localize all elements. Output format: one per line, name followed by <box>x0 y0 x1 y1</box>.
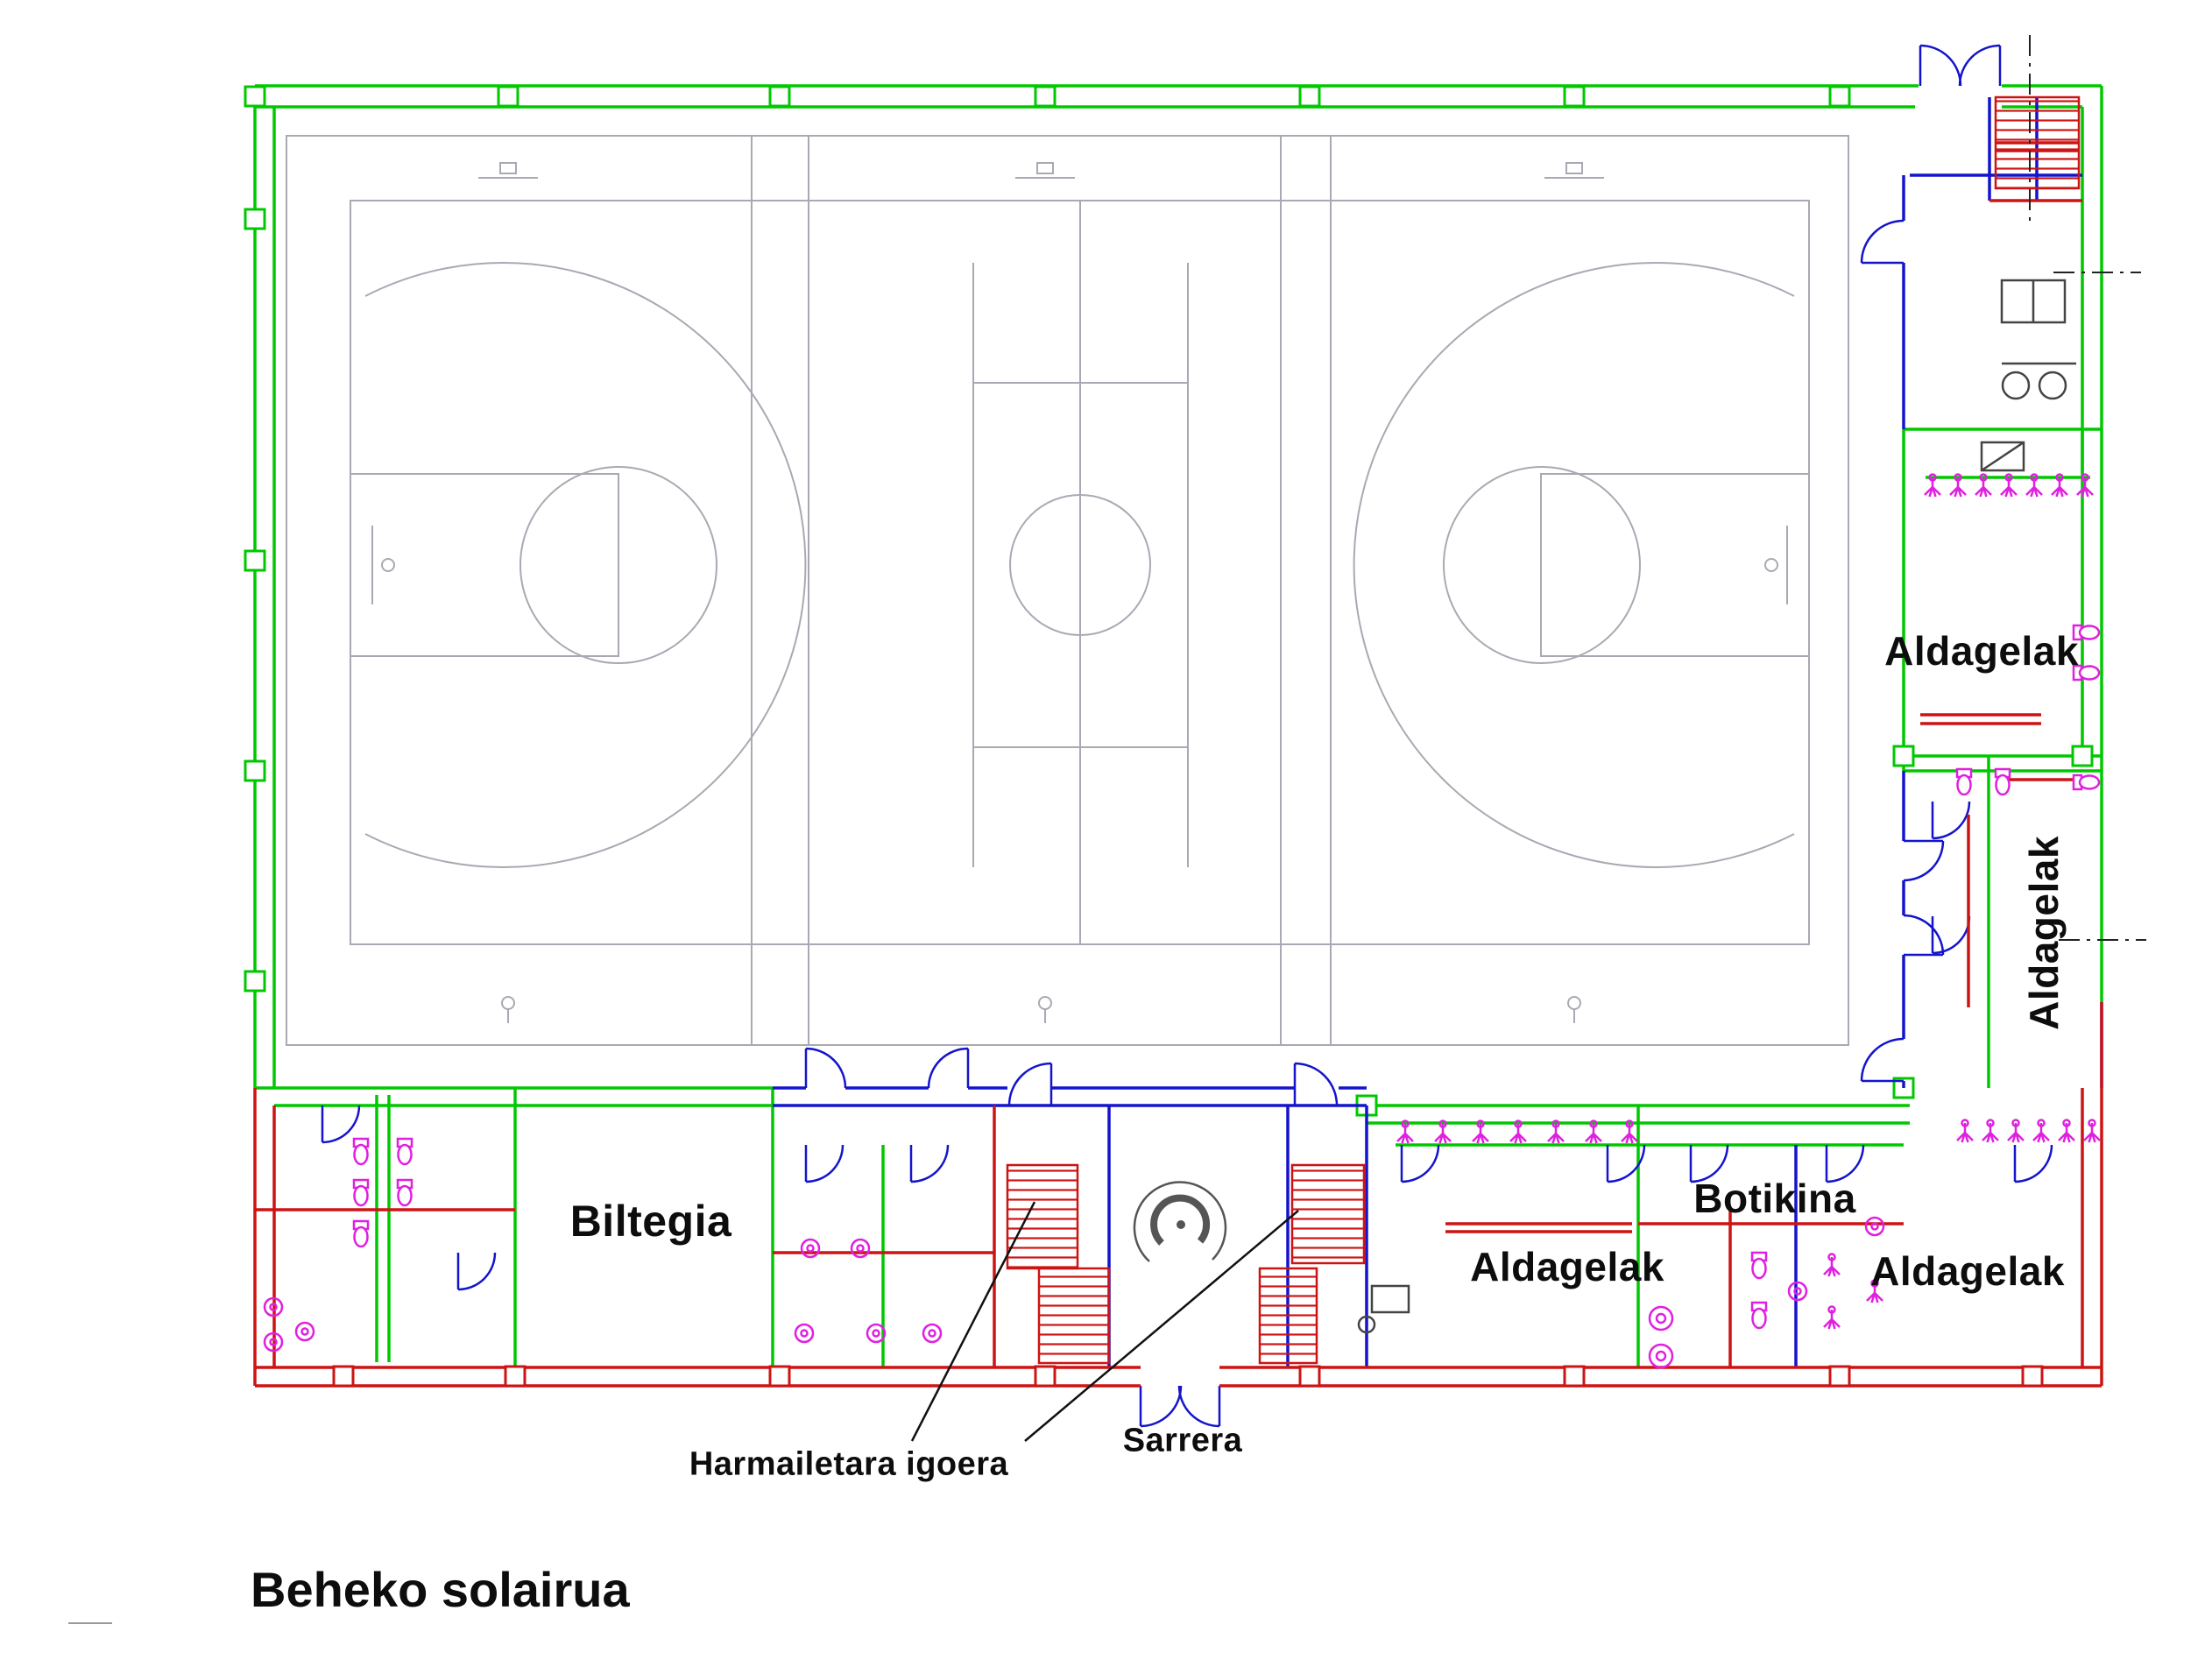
wall-columns-red <box>332 1365 2044 1388</box>
label-biltegia: Biltegia <box>569 1197 732 1246</box>
label-sarrera: Sarrera <box>1122 1422 1243 1459</box>
label-botikina: Botikina <box>1693 1176 1856 1221</box>
sanitary-fixtures <box>263 473 2102 1369</box>
label-aldagelak-right: Aldagelak <box>1884 628 2079 674</box>
furniture <box>1357 279 2076 1334</box>
leader-lines <box>910 1201 1299 1442</box>
label-harmailetara-igoera: Harmailetara igoera <box>689 1445 1009 1483</box>
label-aldagelak-bottom-right: Aldagelak <box>1870 1248 2065 1294</box>
section-lines <box>2029 35 2146 941</box>
door-swings <box>321 44 2053 1428</box>
sports-courts <box>286 135 1849 1046</box>
page-title: Beheko solairua <box>251 1562 630 1617</box>
staircases <box>1006 95 2081 1365</box>
revolving-door <box>1133 1181 1227 1262</box>
walls-green <box>253 84 2103 1367</box>
label-aldagelak-center: Aldagelak <box>1470 1244 1664 1289</box>
label-aldagelak-right-vertical: Aldagelak <box>2021 836 2067 1030</box>
wall-columns-green <box>244 85 2094 1117</box>
